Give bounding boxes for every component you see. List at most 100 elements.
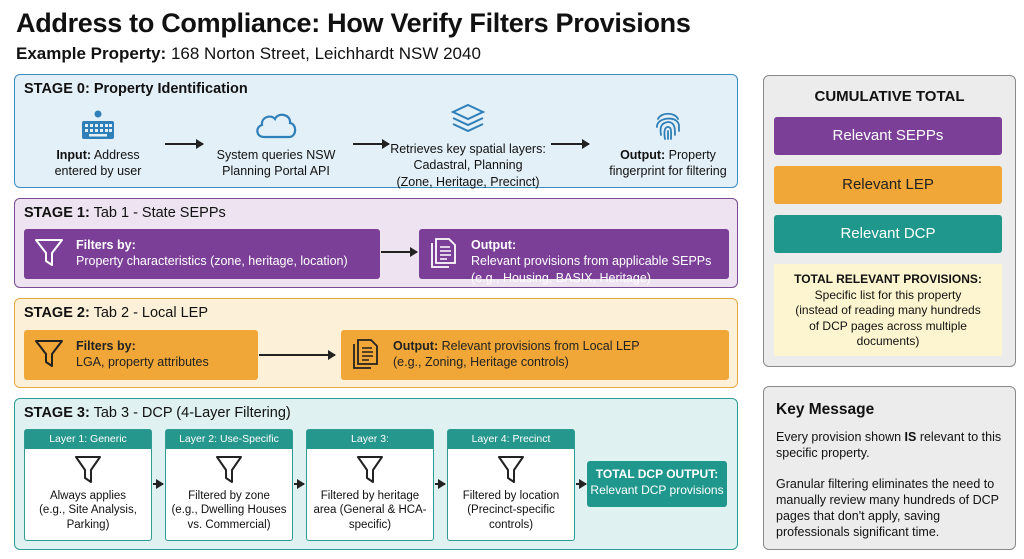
key-message-text-a: Every provision shown (776, 430, 905, 444)
layers-text-1: Retrieves key spatial layers: (390, 142, 546, 156)
key-message-paragraph-1: Every provision shown IS relevant to thi… (776, 429, 1003, 462)
dcp-layer-2: Layer 2: Use-Specific Filtered by zone (e… (165, 429, 293, 541)
stage-2-heading-bold: STAGE 2: (24, 305, 90, 321)
total-provisions-label: TOTAL RELEVANT PROVISIONS: (794, 272, 982, 286)
query-text-2: Planning Portal API (222, 164, 330, 179)
funnel-icon (75, 456, 101, 483)
layers-step: Retrieves key spatial layers: Cadastral,… (387, 103, 549, 190)
stage-3-heading: STAGE 3: Tab 3 - DCP (4-Layer Filtering) (24, 405, 291, 421)
total-provisions-text-3: of DCP pages across multiple (809, 318, 967, 333)
input-text-2: entered by user (54, 164, 142, 179)
funnel-icon (35, 340, 63, 367)
stage-1-heading-bold: STAGE 1: (24, 205, 90, 221)
total-provisions-text-4: documents) (856, 334, 920, 349)
input-text: Address (91, 148, 140, 162)
arrow-sepp-filter-to-output (381, 247, 418, 257)
dcp-layer-2-text-3: vs. Commercial) (187, 518, 271, 531)
dcp-layer-1-header: Layer 1: Generic (25, 430, 151, 449)
arrow-layer-4-to-total (576, 479, 587, 489)
dcp-layer-1: Layer 1: Generic Always applies(e.g., Si… (24, 429, 152, 541)
key-message-emphasis: IS (904, 430, 917, 444)
dcp-layer-4-text-3: controls) (488, 518, 534, 531)
stage-2-panel: STAGE 2: Tab 2 - Local LEP Filters by: LG… (14, 298, 738, 388)
sepp-output-box: Output:Relevant provisions from applicab… (419, 229, 729, 285)
sepp-filter-box: Filters by: Property characteristics (zon… (24, 229, 380, 279)
arrow-layer-2-to-3 (294, 479, 305, 489)
key-message-panel: Key Message Every provision shown IS rel… (763, 386, 1016, 550)
page-subtitle: Example Property: 168 Norton Street, Lei… (16, 44, 481, 64)
document-icon (353, 339, 378, 369)
keyboard-icon (82, 110, 114, 139)
cumulative-dcp-bar: Relevant DCP (774, 215, 1002, 253)
stage-1-panel: STAGE 1: Tab 1 - State SEPPs Filters by:… (14, 198, 738, 288)
stage-1-heading: STAGE 1: Tab 1 - State SEPPs (24, 205, 226, 221)
stage-0-heading-text: STAGE 0: Property Identification (24, 81, 248, 97)
page-title: Address to Compliance: How Verify Filter… (16, 8, 691, 38)
funnel-icon (357, 456, 383, 483)
arrow-query-to-layers (353, 139, 390, 149)
dcp-layer-3-header: Layer 3: Heritage/Condition (307, 430, 433, 464)
arrow-lep-filter-to-output (259, 350, 336, 360)
output-text-2: fingerprint for filtering (609, 164, 727, 179)
stage-0-panel: STAGE 0: Property Identification Input: … (14, 74, 738, 190)
input-step: Input: Address entered by user (43, 109, 153, 180)
dcp-layer-1-text-3: Parking) (66, 518, 110, 531)
funnel-icon (498, 456, 524, 483)
lep-filter-label: Filters by: (76, 339, 136, 353)
query-text-1: System queries NSW (216, 148, 336, 162)
sepp-filter-text: Property characteristics (zone, heritage… (76, 254, 348, 269)
lep-output-text-2: (e.g., Zoning, Heritage controls) (393, 355, 569, 370)
output-label: Output: (620, 148, 666, 162)
output-text: Property (665, 148, 716, 162)
stage-3-panel: STAGE 3: Tab 3 - DCP (4-Layer Filtering)… (14, 398, 738, 550)
dcp-layer-4: Layer 4: Precinct Filtered by location (P… (447, 429, 575, 541)
arrow-layer-1-to-2 (153, 479, 164, 489)
arrow-input-to-query (165, 139, 204, 149)
cumulative-lep-bar: Relevant LEP (774, 166, 1002, 204)
subtitle-label: Example Property: (16, 44, 167, 63)
key-message-text-b: relevant to this specific property. (776, 430, 1002, 461)
output-step: Output: Property fingerprint for filteri… (593, 109, 743, 180)
cumulative-total-panel: CUMULATIVE TOTAL Relevant SEPPs Relevant… (763, 75, 1016, 367)
stage-1-heading-rest: Tab 1 - State SEPPs (89, 205, 226, 221)
dcp-total-text: Relevant DCP provisions (590, 482, 724, 497)
total-provisions-text-2: (instead of reading many hundreds (795, 303, 981, 318)
lep-output-text-1: Relevant provisions from Local LEP (438, 339, 640, 353)
lep-output-box: Output: Relevant provisions from Local L… (341, 330, 729, 380)
lep-output-label: Output: (393, 339, 439, 353)
arrow-layer-3-to-4 (435, 479, 446, 489)
total-relevant-provisions-box: TOTAL RELEVANT PROVISIONS: Specific list… (774, 264, 1002, 356)
lep-filter-text: LGA, property attributes (76, 355, 209, 370)
dcp-layer-4-text-1: Filtered by location (462, 490, 560, 502)
input-label: Input: (56, 148, 92, 162)
fingerprint-icon (656, 112, 680, 140)
funnel-icon (35, 239, 63, 266)
stage-0-heading: STAGE 0: Property Identification (24, 81, 248, 97)
dcp-total-output-box: TOTAL DCP OUTPUT: Relevant DCP provision… (587, 461, 727, 507)
sepp-output-text-1: Relevant provisions from applicable SEPP… (471, 254, 712, 269)
stage-3-heading-rest: Tab 3 - DCP (4-Layer Filtering) (89, 405, 291, 421)
dcp-layer-2-text-1: Filtered by zone (188, 490, 270, 502)
key-message-paragraph-2: Granular filtering eliminates the need t… (776, 476, 999, 540)
cumulative-sepps-bar: Relevant SEPPs (774, 117, 1002, 155)
dcp-layer-3: Layer 3: Heritage/Condition Filtered by … (306, 429, 434, 541)
stage-2-heading-rest: Tab 2 - Local LEP (89, 305, 209, 321)
dcp-layer-3-text-3: specific) (348, 518, 392, 531)
subtitle-address: 168 Norton Street, Leichhardt NSW 2040 (166, 44, 481, 63)
arrow-layers-to-output (551, 139, 590, 149)
dcp-layer-2-header: Layer 2: Use-Specific (166, 430, 292, 449)
dcp-layer-4-header: Layer 4: Precinct (448, 430, 574, 449)
layers-text-2: Cadastral, Planning (413, 158, 523, 173)
stage-2-heading: STAGE 2: Tab 2 - Local LEP (24, 305, 208, 321)
document-icon (431, 238, 456, 268)
layers-icon (450, 103, 486, 133)
dcp-layer-4-text-2: (Precinct-specific (467, 504, 555, 517)
total-provisions-text-1: Specific list for this property (814, 287, 962, 302)
sepp-filter-label: Filters by: (76, 238, 136, 252)
query-step: System queries NSW Planning Portal API (211, 109, 341, 180)
sepp-output-text-2: (e.g., Housing, BASIX, Heritage) (471, 270, 651, 285)
dcp-layer-2-text-2: (e.g., Dwelling Houses (171, 504, 287, 517)
dcp-layer-3-text-2: area (General & HCA- (313, 504, 427, 517)
dcp-layer-1-text-1: Always applies (49, 490, 127, 502)
cloud-icon (256, 113, 297, 139)
